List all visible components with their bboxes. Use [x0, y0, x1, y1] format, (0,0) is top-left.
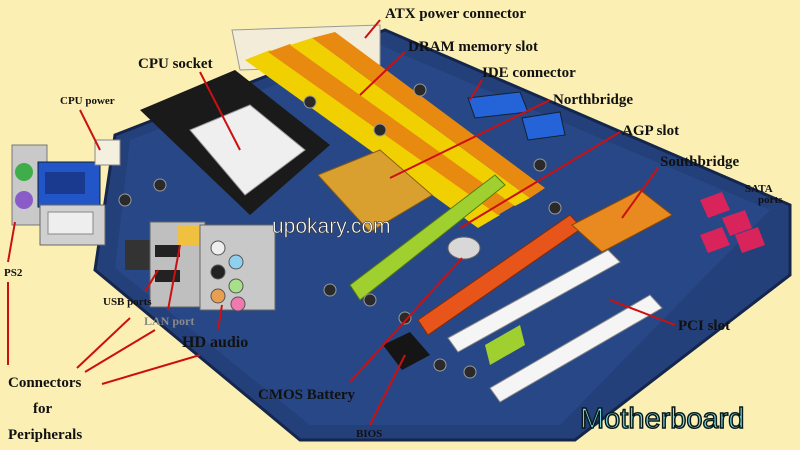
label-ide-connector: IDE connector — [482, 65, 576, 81]
dram-slots — [245, 32, 545, 228]
cpu-socket — [140, 70, 330, 215]
cmos-battery — [447, 236, 481, 260]
label-usb-ports: USB ports — [103, 296, 152, 308]
label-connectors-line1: Connectors — [8, 375, 81, 391]
label-sata-line1: SATA — [745, 183, 773, 195]
label-southbridge: Southbridge — [660, 154, 740, 170]
label-connectors-line3: Peripherals — [8, 427, 82, 443]
label-bios: BIOS — [356, 428, 382, 440]
label-northbridge: Northbridge — [553, 92, 633, 108]
label-cmos-battery: CMOS Battery — [258, 387, 356, 403]
label-dram-memory-slot: DRAM memory slot — [408, 39, 538, 55]
watermark: upokary.com — [272, 215, 391, 238]
agp-slot — [349, 174, 506, 301]
pci-slot — [447, 249, 621, 353]
diagram-title: Motherboard — [580, 403, 744, 435]
label-hd-audio: HD audio — [182, 334, 248, 351]
label-sata-line2: ports — [758, 194, 783, 206]
sata-ports — [700, 192, 765, 253]
motherboard-image — [11, 24, 792, 442]
label-pci-slot: PCI slot — [678, 318, 730, 334]
label-agp-slot: AGP slot — [622, 123, 679, 139]
label-ps2: PS2 — [4, 267, 23, 279]
bios-chip — [383, 332, 430, 370]
io-panel — [11, 139, 276, 312]
label-atx-power-connector: ATX power connector — [385, 6, 526, 22]
label-lan-port: LAN port — [144, 314, 194, 328]
label-cpu-socket: CPU socket — [138, 56, 213, 72]
southbridge-heatsink — [571, 189, 673, 253]
ide-connector — [467, 91, 529, 119]
label-connectors-line2: for — [33, 401, 52, 417]
leader-lines — [7, 19, 676, 426]
label-cpu-power: CPU power — [60, 95, 115, 107]
